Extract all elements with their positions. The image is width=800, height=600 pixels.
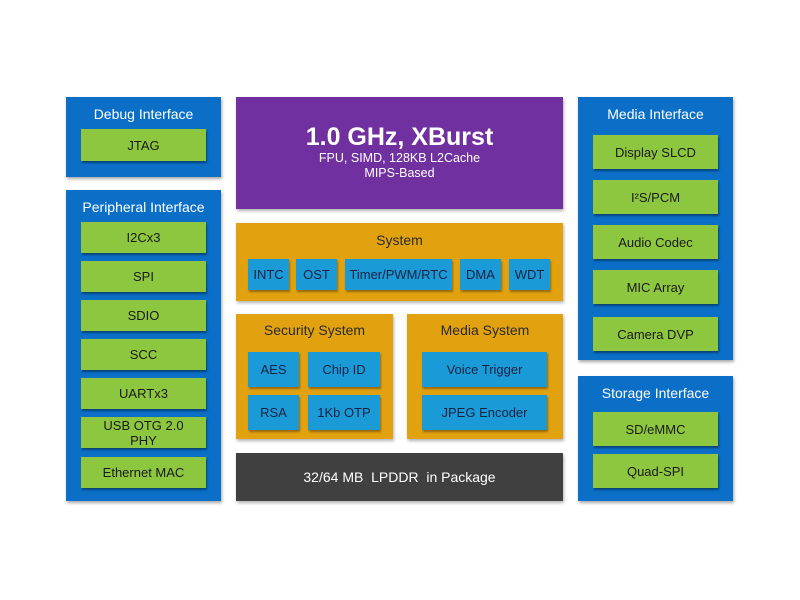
- sd-emmc-block: SD/eMMC: [593, 412, 718, 446]
- scc-block: SCC: [81, 339, 206, 370]
- debug-interface-title: Debug Interface: [93, 106, 194, 122]
- peripheral-interface-title: Peripheral Interface: [82, 199, 205, 215]
- system-panel: System INTC OST Timer/PWM/RTC DMA WDT: [236, 223, 563, 301]
- debug-interface-panel: Debug Interface JTAG: [66, 97, 221, 177]
- security-system-panel: Security System AES Chip ID RSA 1Kb OTP: [236, 314, 393, 439]
- jtag-block: JTAG: [81, 129, 206, 161]
- voice-trigger-block: Voice Trigger: [422, 352, 547, 387]
- usb-otg-block: USB OTG 2.0 PHY: [81, 417, 206, 448]
- ethernet-mac-block: Ethernet MAC: [81, 457, 206, 488]
- spi-block: SPI: [81, 261, 206, 292]
- intc-block: INTC: [248, 259, 289, 290]
- timer-pwm-rtc-block: Timer/PWM/RTC: [345, 259, 452, 290]
- camera-dvp-block: Camera DVP: [593, 317, 718, 351]
- sdio-block: SDIO: [81, 300, 206, 331]
- cpu-block: 1.0 GHz, XBurst FPU, SIMD, 128KB L2Cache…: [236, 97, 563, 209]
- media-interface-panel: Media Interface Display SLCD I²S/PCM Aud…: [578, 97, 733, 360]
- i2s-pcm-block: I²S/PCM: [593, 180, 718, 214]
- storage-interface-title: Storage Interface: [601, 385, 710, 401]
- mic-array-block: MIC Array: [593, 270, 718, 304]
- display-slcd-block: Display SLCD: [593, 135, 718, 169]
- cpu-features: FPU, SIMD, 128KB L2Cache: [318, 151, 481, 165]
- peripheral-interface-panel: Peripheral Interface I2Cx3 SPI SDIO SCC …: [66, 190, 221, 501]
- otp-block: 1Kb OTP: [308, 395, 380, 430]
- i2c-block: I2Cx3: [81, 222, 206, 253]
- media-system-panel: Media System Voice Trigger JPEG Encoder: [407, 314, 563, 439]
- wdt-block: WDT: [509, 259, 550, 290]
- cpu-architecture: MIPS-Based: [364, 166, 435, 180]
- media-system-title: Media System: [440, 322, 530, 338]
- lpddr-memory-block: 32/64 MB LPDDR in Package: [236, 453, 563, 501]
- cpu-title: 1.0 GHz, XBurst: [305, 123, 494, 151]
- uart-block: UARTx3: [81, 378, 206, 409]
- media-interface-title: Media Interface: [607, 106, 704, 122]
- system-title: System: [376, 232, 423, 248]
- dma-block: DMA: [460, 259, 501, 290]
- ost-block: OST: [296, 259, 337, 290]
- aes-block: AES: [248, 352, 299, 387]
- security-system-title: Security System: [263, 322, 366, 338]
- audio-codec-block: Audio Codec: [593, 225, 718, 259]
- jpeg-encoder-block: JPEG Encoder: [422, 395, 547, 430]
- chip-id-block: Chip ID: [308, 352, 380, 387]
- quad-spi-block: Quad-SPI: [593, 454, 718, 488]
- storage-interface-panel: Storage Interface SD/eMMC Quad-SPI: [578, 376, 733, 501]
- rsa-block: RSA: [248, 395, 299, 430]
